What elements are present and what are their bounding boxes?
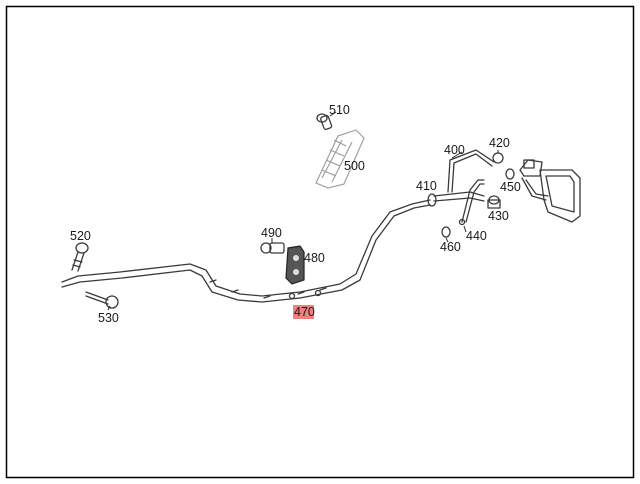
- callout-470[interactable]: 470: [294, 305, 315, 319]
- callout-440: 440: [466, 229, 487, 243]
- part-480-clamp[interactable]: [285, 245, 305, 285]
- part-440-pipe[interactable]: [433, 179, 485, 226]
- part-450-oring[interactable]: [505, 168, 515, 180]
- part-510-bolt[interactable]: [316, 113, 333, 131]
- part-470-hose[interactable]: [61, 199, 431, 303]
- callout-460: 460: [440, 240, 461, 254]
- callout-480: 480: [304, 251, 325, 265]
- callout-530: 530: [98, 311, 119, 325]
- part-530-bolt[interactable]: [85, 291, 119, 309]
- callout-420: 420: [489, 136, 510, 150]
- callout-450: 450: [500, 180, 521, 194]
- callout-430: 430: [488, 209, 509, 223]
- part-400-pipe[interactable]: [447, 149, 495, 193]
- callout-510: 510: [329, 103, 350, 117]
- callout-500: 500: [344, 159, 365, 173]
- part-460-ring[interactable]: [441, 226, 451, 238]
- callout-400: 400: [444, 143, 465, 157]
- callout-490: 490: [261, 226, 282, 240]
- leader-510: [329, 111, 337, 117]
- leader-530: [107, 305, 111, 311]
- part-500-bracket[interactable]: [315, 129, 365, 189]
- leader-440: [463, 225, 467, 233]
- part-490-bolt[interactable]: [260, 242, 285, 254]
- leader-400: [451, 151, 463, 159]
- part-520-bolt[interactable]: [71, 242, 89, 272]
- part-420-oring[interactable]: [492, 152, 504, 164]
- part-assembly-right[interactable]: [519, 159, 581, 223]
- callout-470-highlight: [293, 305, 314, 319]
- callout-410: 410: [416, 179, 437, 193]
- part-430-fitting[interactable]: [487, 195, 501, 209]
- leader-460: [445, 237, 449, 243]
- diagram-border: [5, 5, 635, 479]
- callout-520: 520: [70, 229, 91, 243]
